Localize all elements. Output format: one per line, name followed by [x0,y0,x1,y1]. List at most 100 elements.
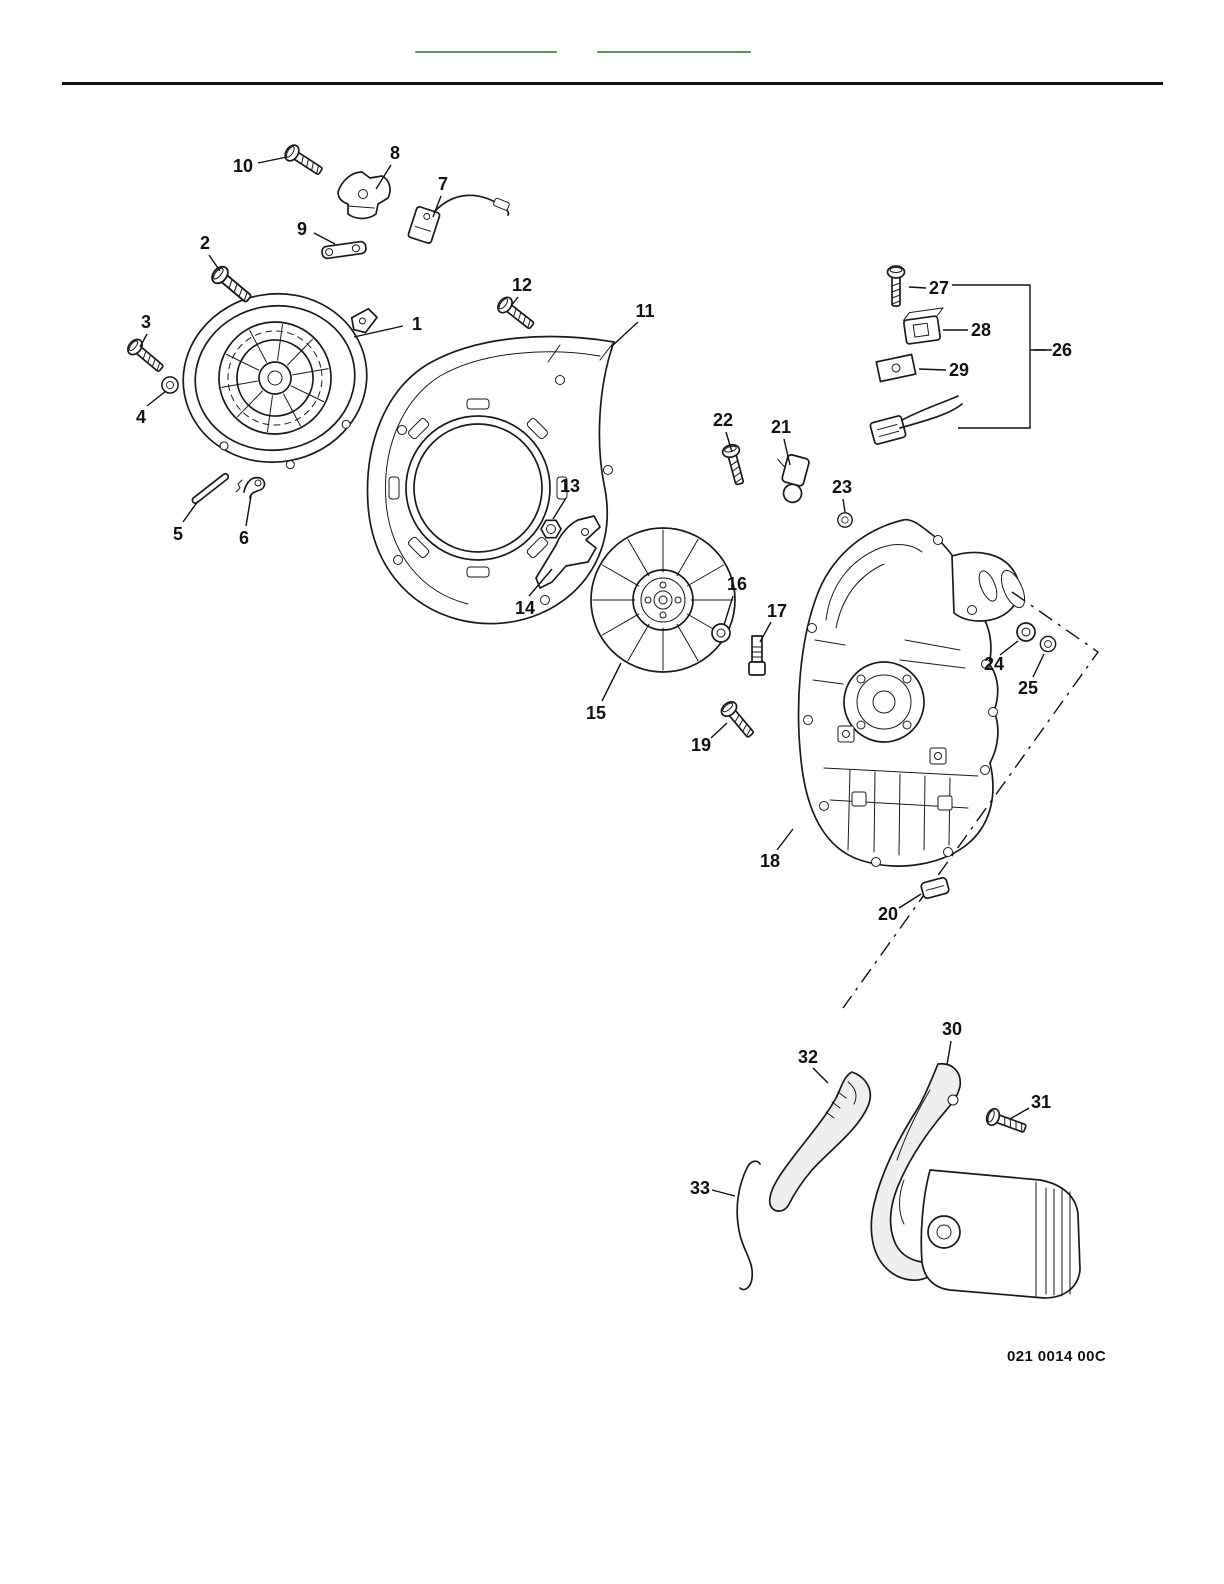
part-32-lever-drawing [768,1071,872,1212]
callout-26-bracket [952,284,1046,429]
part-15-fan-drawing [590,527,736,673]
part-30-handle-assembly-drawing [870,1062,1081,1299]
callout-4: 4 [136,407,146,427]
callout-19: 19 [691,735,711,755]
part-28-grommet-drawing [902,307,944,345]
callout-25: 25 [1018,678,1038,698]
callout-23-leader-line [842,498,846,513]
callout-12: 12 [512,275,532,295]
part-18-fan-case-inner-drawing [797,518,1026,867]
part-2-screw-drawing [207,262,256,308]
callout-22-leader-line [725,431,733,453]
part-1-starter-assembly-drawing [182,292,378,470]
callout-30-leader-line [946,1040,952,1066]
callout-7-leader-line [432,195,442,218]
part-33-throttle-rod-drawing [736,1160,761,1291]
callout-24: 24 [984,654,1004,674]
callout-32-leader-line [812,1067,829,1084]
header-link-underline-2[interactable] [597,51,751,53]
callout-3: 3 [141,312,151,332]
callout-1-leader-line [353,325,404,338]
callout-16: 16 [727,574,747,594]
part-25-washer-drawing [1039,635,1057,653]
callout-8-leader-line [375,164,392,190]
callout-30: 30 [942,1019,962,1039]
callout-23: 23 [832,477,852,497]
callout-18: 18 [760,851,780,871]
callout-2-leader-line [208,254,221,272]
callout-19-leader-line [710,722,728,739]
part-26-wire-assembly-drawing [869,395,963,445]
callout-17-leader-line [759,621,772,643]
callout-8: 8 [390,143,400,163]
callout-27: 27 [929,278,949,298]
callout-21-leader-line [783,438,791,466]
callout-29-leader-line [918,368,947,371]
callout-33-leader-line [711,1189,736,1197]
part-19-screw-drawing [717,698,759,742]
callout-31-leader-line [1009,1107,1030,1120]
callout-6: 6 [239,528,249,548]
part-24-washer-drawing [1016,622,1036,642]
callout-12-leader-line [510,296,519,307]
header-link-underline-1[interactable] [415,51,557,53]
callout-27-leader-line [908,286,927,289]
part-29-plate-drawing [875,353,917,383]
callout-3-leader-line [139,333,148,348]
callout-6-leader-line [245,495,252,527]
callout-31: 31 [1031,1092,1051,1112]
part-22-screw-drawing [720,442,749,487]
part-20-cap-drawing [920,876,950,900]
callout-14-leader-line [528,568,553,597]
part-3-screw-drawing [124,335,168,377]
part-27-screw-drawing [886,265,906,307]
part-10-screw-drawing [281,141,326,180]
callout-29: 29 [949,360,969,380]
part-23-washer-drawing [837,512,853,528]
document-code: 021 0014 00C [1007,1348,1107,1365]
part-7-switch-wire-drawing [407,194,510,244]
callout-13: 13 [560,476,580,496]
part-16-washer-drawing [711,623,731,643]
callout-21: 21 [771,417,791,437]
callout-24-leader-line [999,640,1019,656]
callout-18-leader-line [776,828,794,851]
callout-2: 2 [200,233,210,253]
callout-25-leader-line [1032,653,1045,678]
part-17-bolt-drawing [748,635,766,676]
callout-20-leader-line [898,893,922,909]
callout-13-leader-line [552,497,567,520]
part-21-switch-drawing [777,454,810,504]
callout-28: 28 [971,320,991,340]
part-9-lever-drawing [321,240,367,260]
part-6-pawl-drawing [235,476,266,499]
header-divider [62,82,1163,85]
callout-15-leader-line [601,662,622,702]
callout-14: 14 [515,598,535,618]
callout-10: 10 [233,156,253,176]
callout-7: 7 [438,174,448,194]
part-5-pin-drawing [191,472,230,505]
callout-32: 32 [798,1047,818,1067]
part-4-washer-drawing [161,376,179,394]
part-31-screw-drawing [983,1106,1029,1138]
callout-17: 17 [767,601,787,621]
callout-5: 5 [173,524,183,544]
callout-15: 15 [586,703,606,723]
callout-10-leader-line [257,156,288,164]
callout-4-leader-line [146,390,167,407]
callout-33: 33 [690,1178,710,1198]
callout-9-leader-line [313,232,336,245]
callout-20: 20 [878,904,898,924]
callout-22: 22 [713,410,733,430]
callout-11: 11 [635,301,654,321]
callout-16-leader-line [723,595,734,626]
callout-9: 9 [297,219,307,239]
callout-26: 26 [1052,340,1072,360]
callout-11-leader-line [610,321,639,348]
part-8-bracket-drawing [337,171,391,220]
callout-5-leader-line [182,500,199,523]
part-13-nut-drawing [540,519,562,539]
